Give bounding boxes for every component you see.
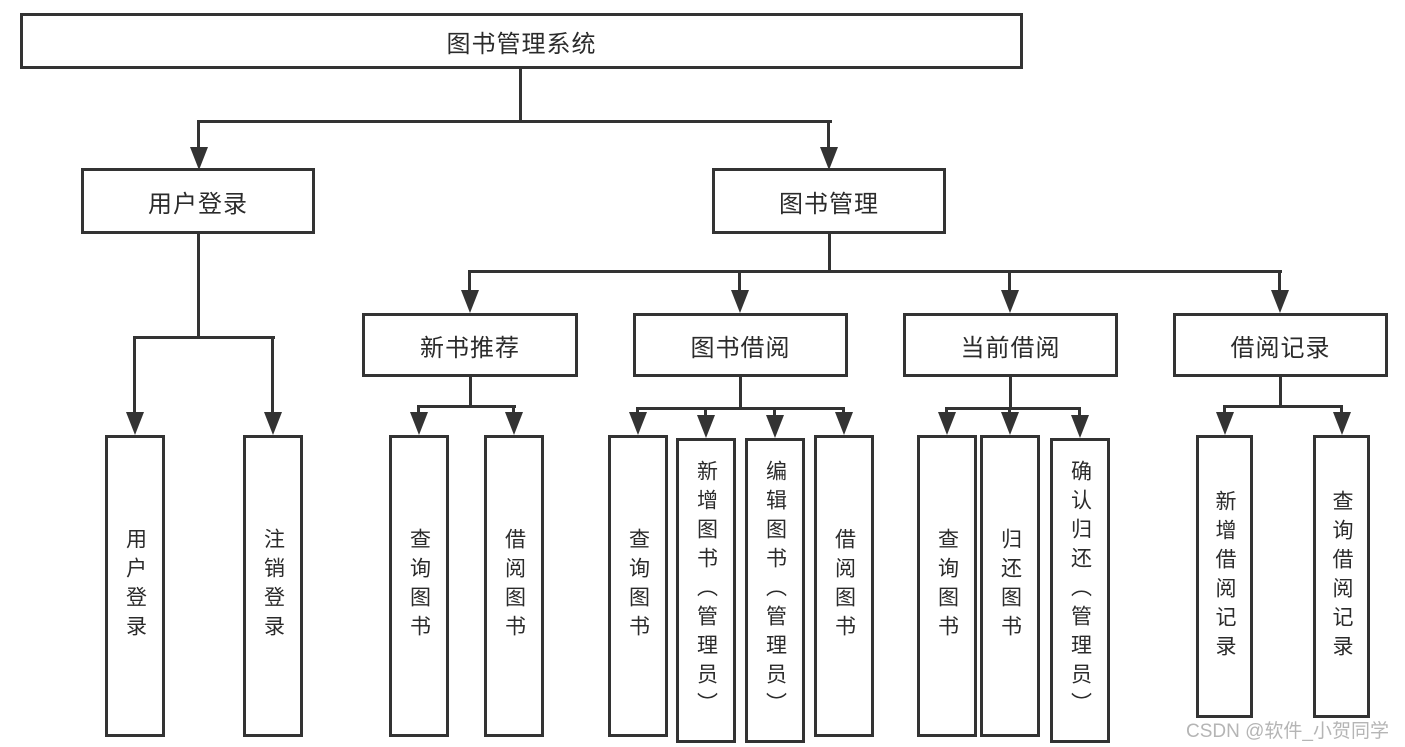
node-book-borrow: 图书借阅 xyxy=(633,313,848,377)
arrow-to-cb-confirm xyxy=(1070,407,1090,438)
leaf-cb-confirm-return-admin: 确认归还（管理员） xyxy=(1050,438,1110,743)
connector-current-borrow-rail xyxy=(946,407,1081,410)
leaf-bb-add-books-admin: 新增图书（管理员） xyxy=(676,438,736,743)
arrow-to-book-borrow xyxy=(730,270,750,313)
leaf-nb-borrow-books: 借阅图书 xyxy=(484,435,544,737)
arrow-to-br-query xyxy=(1332,405,1352,435)
arrow-to-cb-query xyxy=(937,407,957,435)
arrow-to-br-add xyxy=(1215,405,1235,435)
connector-book-borrow-rail xyxy=(637,407,845,410)
connector-borrow-records-rail xyxy=(1224,405,1343,408)
leaf-br-add-record: 新增借阅记录 xyxy=(1196,435,1253,718)
leaf-logout: 注销登录 xyxy=(243,435,303,737)
connector-book-mgmt-stem xyxy=(828,233,831,272)
leaf-bb-edit-books-admin: 编辑图书（管理员） xyxy=(745,438,805,743)
connector-borrow-records-stem xyxy=(1279,375,1282,408)
leaf-cb-return-books: 归还图书 xyxy=(980,435,1040,737)
arrow-to-bb-borrow xyxy=(834,407,854,435)
arrow-to-user-login xyxy=(189,120,209,170)
arrow-to-new-books xyxy=(460,270,480,313)
leaf-nb-query-books: 查询图书 xyxy=(389,435,449,737)
connector-book-borrow-stem xyxy=(739,375,742,410)
leaf-bb-query-books: 查询图书 xyxy=(608,435,668,737)
leaf-cb-query-books: 查询图书 xyxy=(917,435,977,737)
arrow-to-bb-edit xyxy=(765,407,785,438)
connector-user-login-stem xyxy=(197,233,200,338)
node-new-books: 新书推荐 xyxy=(362,313,578,377)
node-root-system: 图书管理系统 xyxy=(20,13,1023,69)
leaf-user-login: 用户登录 xyxy=(105,435,165,737)
arrow-to-borrow-records xyxy=(1270,270,1290,313)
arrow-to-current-borrow xyxy=(1000,270,1020,313)
connector-book-mgmt-rail xyxy=(468,270,1282,273)
connector-root-stem xyxy=(519,66,522,123)
connector-root-rail xyxy=(198,120,832,123)
arrow-to-bb-add xyxy=(696,407,716,438)
arrow-to-cb-return xyxy=(1000,407,1020,435)
node-borrow-records: 借阅记录 xyxy=(1173,313,1388,377)
node-current-borrow: 当前借阅 xyxy=(903,313,1118,377)
connector-current-borrow-stem xyxy=(1009,375,1012,410)
leaf-br-query-record: 查询借阅记录 xyxy=(1313,435,1370,718)
arrow-to-leaf-logout xyxy=(263,336,283,435)
node-user-login: 用户登录 xyxy=(81,168,315,234)
arrow-to-nb-query xyxy=(409,405,429,435)
node-book-mgmt: 图书管理 xyxy=(712,168,946,234)
arrow-to-bb-query xyxy=(628,407,648,435)
arrow-to-leaf-user-login xyxy=(125,336,145,435)
csdn-watermark: CSDN @软件_小贺同学 xyxy=(1186,721,1389,742)
arrow-to-book-mgmt xyxy=(819,120,839,170)
connector-new-books-rail xyxy=(418,405,516,408)
connector-user-login-rail xyxy=(133,336,275,339)
arrow-to-nb-borrow xyxy=(504,405,524,435)
leaf-bb-borrow-books: 借阅图书 xyxy=(814,435,874,737)
connector-new-books-stem xyxy=(469,375,472,408)
